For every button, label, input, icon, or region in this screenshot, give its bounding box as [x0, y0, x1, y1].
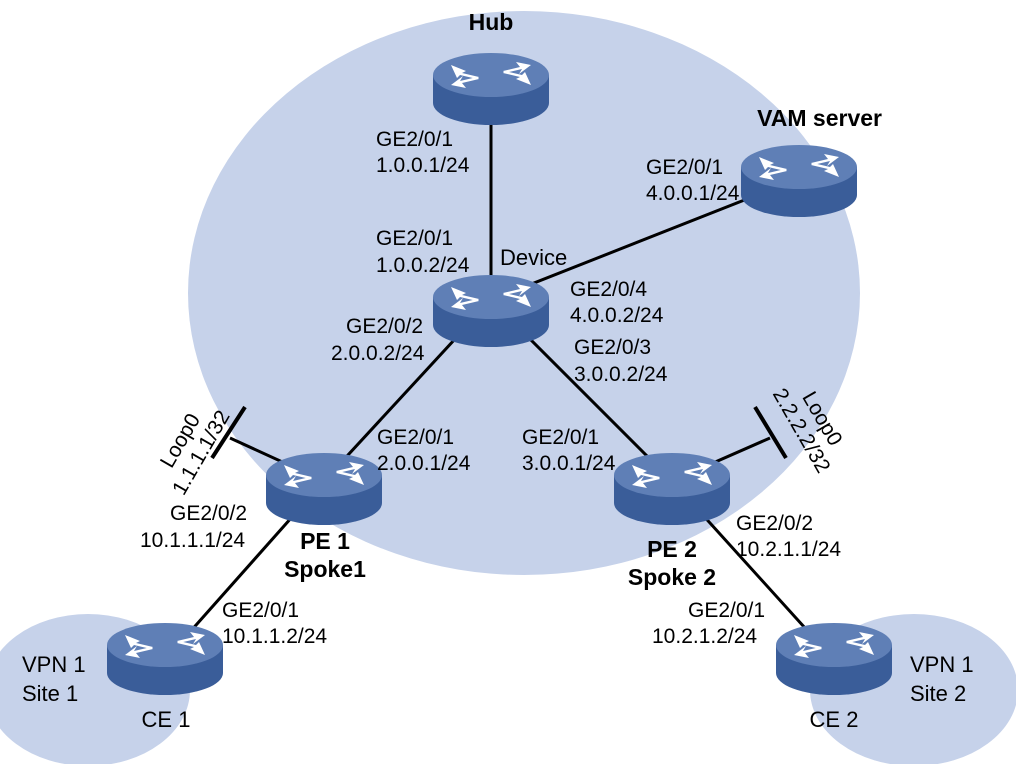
vam-server-intf: GE2/0/1 — [646, 156, 723, 179]
pe1-down-ip: 10.1.1.1/24 — [140, 529, 245, 552]
router-icon-vam-server — [741, 145, 857, 217]
ce2-intf: GE2/0/1 — [688, 599, 765, 622]
pe2-up-ip: 3.0.0.1/24 — [522, 452, 616, 475]
hub-ip: 1.0.0.1/24 — [376, 154, 470, 177]
hub-name: Hub — [469, 9, 514, 35]
router-icon-ce2 — [776, 623, 892, 695]
device-name: Device — [500, 245, 567, 270]
device-port1-intf: GE2/0/1 — [376, 227, 453, 250]
site2-line1: VPN 1 — [910, 652, 974, 677]
ce2-name: CE 2 — [810, 707, 859, 732]
pe1-up-ip: 2.0.0.1/24 — [377, 452, 471, 475]
device-port3-intf: GE2/0/3 — [574, 336, 651, 359]
device-port1-ip: 1.0.0.2/24 — [376, 254, 470, 277]
device-port4-ip: 4.0.0.2/24 — [570, 304, 664, 327]
pe2-down-ip: 10.2.1.1/24 — [736, 538, 841, 561]
site1-line2: Site 1 — [22, 681, 78, 706]
device-port2-ip: 2.0.0.2/24 — [331, 342, 425, 365]
pe2-role: Spoke 2 — [628, 564, 716, 590]
vam-server-ip: 4.0.0.1/24 — [646, 182, 740, 205]
loop0-bar-pe2 — [753, 405, 788, 460]
ce2-ip: 10.2.1.2/24 — [652, 625, 757, 648]
device-port4-intf: GE2/0/4 — [570, 278, 647, 301]
ce1-name: CE 1 — [142, 707, 191, 732]
site2-line2: Site 2 — [910, 681, 966, 706]
router-icon-device — [433, 275, 549, 347]
pe1-name: PE 1 — [300, 528, 350, 554]
pe1-up-intf: GE2/0/1 — [377, 426, 454, 449]
device-port2-intf: GE2/0/2 — [346, 315, 423, 338]
pe2-name: PE 2 — [647, 536, 697, 562]
pe1-down-intf: GE2/0/2 — [170, 502, 247, 525]
ce1-intf: GE2/0/1 — [222, 599, 299, 622]
router-icon-pe1 — [266, 453, 382, 525]
device-port3-ip: 3.0.0.2/24 — [574, 363, 668, 386]
router-icon-pe2 — [614, 453, 730, 525]
pe2-up-intf: GE2/0/1 — [522, 426, 599, 449]
loop0-bar-pe1 — [210, 405, 247, 460]
ce1-ip: 10.1.1.2/24 — [222, 625, 327, 648]
pe1-role: Spoke1 — [284, 556, 366, 582]
site1-line1: VPN 1 — [22, 652, 86, 677]
vam-server-name: VAM server — [757, 105, 882, 131]
router-icon-hub — [433, 53, 549, 125]
pe2-down-intf: GE2/0/2 — [736, 512, 813, 535]
router-icon-ce1 — [107, 623, 223, 695]
hub-intf: GE2/0/1 — [376, 128, 453, 151]
